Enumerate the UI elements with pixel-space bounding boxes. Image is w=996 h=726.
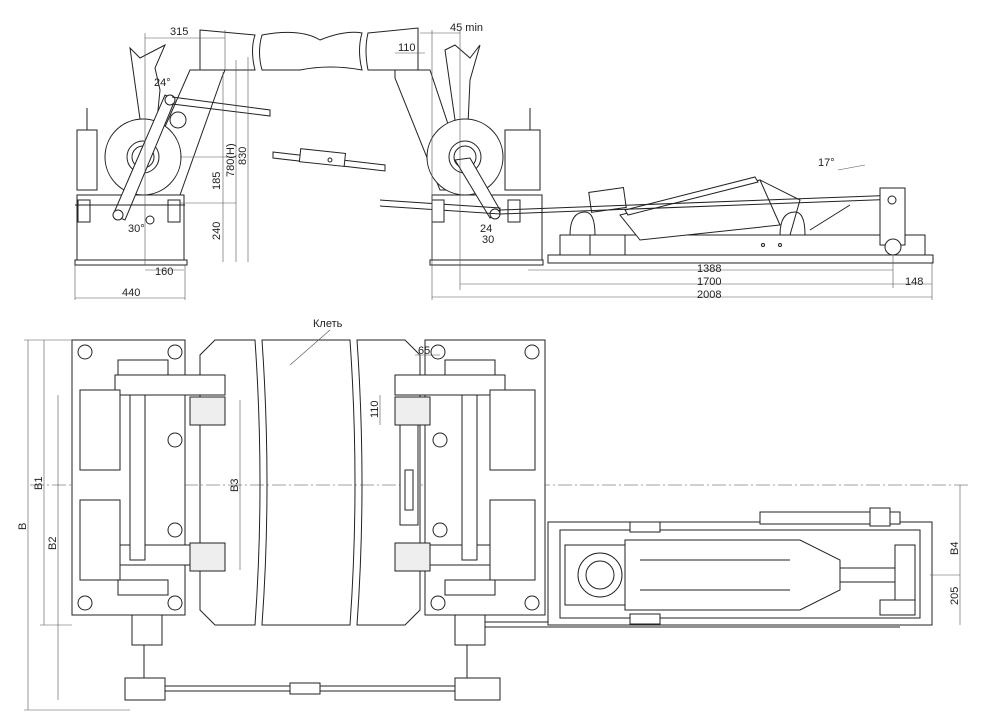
dim-240: 240	[211, 222, 223, 240]
dim-2008: 2008	[697, 289, 721, 301]
dim-148: 148	[905, 276, 923, 288]
dim-205: 205	[949, 587, 961, 605]
dim-440: 440	[122, 287, 140, 299]
left-stop-unit	[74, 43, 271, 266]
side-view: 315 110 45 min 24° 30° 185 240 780(H) 83…	[74, 22, 934, 301]
plan-view: Клеть B B1 B2 B3 B4 205 65 110	[17, 318, 968, 711]
dim-1388: 1388	[697, 263, 721, 275]
plan-dimension-lines	[24, 339, 961, 711]
side-dimension-labels: 315 110 45 min 24° 30° 185 240 780(H) 83…	[122, 22, 923, 301]
right-stop-unit	[379, 44, 544, 266]
angle-17: 17°	[818, 157, 835, 169]
connecting-rod-plan	[165, 621, 900, 695]
cage-label: Клеть	[313, 318, 343, 330]
angle-24-right: 24	[480, 223, 492, 235]
dim-B2: B2	[47, 537, 59, 550]
dim-B: B	[17, 523, 29, 530]
dim-315: 315	[170, 26, 188, 38]
angle-30-left: 30°	[128, 223, 145, 235]
dim-830: 830	[237, 147, 249, 165]
dim-160: 160	[155, 266, 173, 278]
dim-B1: B1	[33, 477, 45, 490]
angle-24-left: 24°	[154, 77, 171, 89]
dim-B3: B3	[229, 479, 241, 492]
angle-30-right: 30	[482, 234, 494, 246]
dim-110: 110	[398, 42, 416, 54]
left-unit-plan	[71, 339, 226, 701]
hydraulic-drive-plan	[547, 507, 933, 626]
dim-B4: B4	[949, 542, 961, 555]
cage-plan	[199, 329, 421, 626]
plan-dimension-labels: Клеть B B1 B2 B3 B4 205 65 110	[17, 318, 961, 605]
dim-185: 185	[211, 172, 223, 190]
side-dimension-lines	[74, 30, 933, 300]
hydraulic-drive-side	[499, 176, 934, 264]
right-unit-plan	[394, 339, 546, 701]
cage-side	[199, 27, 419, 71]
dim-1700: 1700	[697, 276, 721, 288]
dim-780h: 780(H)	[225, 143, 237, 177]
turnbuckle	[272, 148, 386, 172]
dim-45-min: 45 min	[450, 22, 483, 34]
dim-110-plan: 110	[369, 400, 381, 418]
dim-65: 65	[418, 345, 430, 357]
